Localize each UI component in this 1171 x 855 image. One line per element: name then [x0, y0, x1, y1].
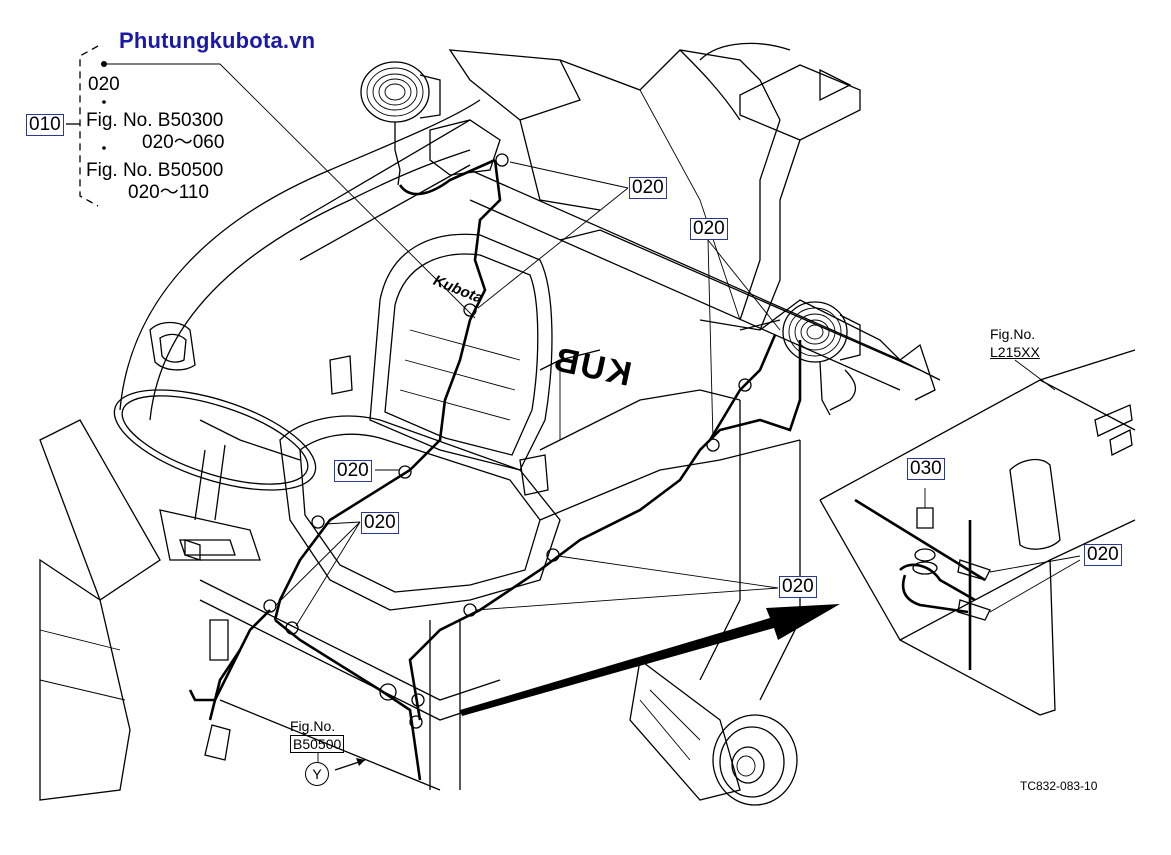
view-arrow [460, 604, 840, 716]
callout-030: 030 [907, 458, 945, 480]
callout-020-seat: 020 [334, 460, 372, 482]
body-logo: KUB [548, 340, 635, 394]
drawing-code: TC832-083-10 [1020, 779, 1098, 793]
left-connector [184, 539, 231, 761]
callout-020-lower-mid: 020 [779, 576, 817, 598]
callout-leaders [274, 161, 781, 627]
steering-wheel [113, 389, 317, 561]
ref-b50500-number: B50500 [290, 735, 345, 753]
inset-view [819, 349, 1136, 716]
legend-bracket [66, 45, 476, 319]
rear-axle-hub [629, 658, 798, 806]
side-work-lamp [739, 301, 861, 416]
ref-b50500-label: Fig.No. [290, 718, 336, 734]
seat [279, 233, 561, 611]
legend-fig-b50300-range: 020～060 [142, 132, 225, 153]
ref-l215-number: L215XX [990, 344, 1040, 360]
frame-rails [199, 169, 941, 791]
legend-fig-b50500: Fig. No. B50500 [86, 160, 224, 181]
top-work-lamp [360, 61, 501, 196]
index-callout-010: 010 [26, 114, 64, 136]
ref-l215-label: Fig.No. [990, 326, 1036, 342]
legend-fig-b50300: Fig. No. B50300 [86, 110, 224, 131]
fender-outline [39, 99, 481, 801]
watermark: Phutungkubota.vn [119, 28, 316, 53]
callout-020-right: 020 [1084, 544, 1122, 566]
view-y-marker: Y [305, 762, 329, 786]
harness-clamps [263, 153, 752, 729]
callout-020-mid-right: 020 [690, 218, 728, 240]
legend-fig-b50500-range: 020～110 [128, 182, 209, 203]
legend-part-020: 020 [88, 74, 120, 95]
callout-020-top: 020 [629, 177, 667, 199]
ref-b50500 [317, 752, 366, 771]
callout-020-lower-left: 020 [361, 512, 399, 534]
